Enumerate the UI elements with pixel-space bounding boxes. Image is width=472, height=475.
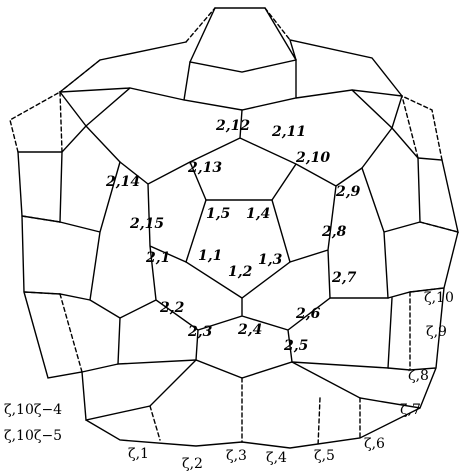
label-zeta-7: ζ,7 <box>400 402 421 418</box>
label-zeta-last-a: ζ,10ζ−4 <box>4 402 62 418</box>
label-2-15: 2,15 <box>129 216 164 232</box>
label-2-1: 2,1 <box>145 250 170 266</box>
label-2-9: 2,9 <box>335 184 361 200</box>
label-2-14: 2,14 <box>105 174 140 190</box>
label-1-1: 1,1 <box>198 248 222 264</box>
label-zeta-9: ζ,9 <box>426 324 447 340</box>
label-2-10: 2,10 <box>295 150 330 166</box>
label-zeta-3: ζ,3 <box>226 448 247 464</box>
label-1-2: 1,2 <box>228 264 253 280</box>
label-zeta-4: ζ,4 <box>266 450 287 466</box>
ring2-labels: 2,1 2,2 2,3 2,4 2,5 2,6 2,7 2,8 2,9 2,10… <box>105 118 361 354</box>
label-2-3: 2,3 <box>187 324 213 340</box>
inner-pentagon <box>185 199 291 299</box>
label-zeta-5: ζ,5 <box>314 448 335 464</box>
label-zeta-1: ζ,1 <box>128 446 149 462</box>
label-zeta-last-b: ζ,10ζ−5 <box>4 428 62 444</box>
label-2-13: 2,13 <box>187 160 222 176</box>
label-2-11: 2,11 <box>271 124 306 140</box>
label-zeta-8: ζ,8 <box>408 368 429 384</box>
ring2-edges <box>119 109 363 363</box>
diagram-edges <box>9 7 459 449</box>
label-1-5: 1,5 <box>206 206 230 222</box>
label-1-3: 1,3 <box>258 252 283 268</box>
label-2-12: 2,12 <box>215 118 250 134</box>
label-2-8: 2,8 <box>321 224 347 240</box>
label-zeta-10: ζ,10 <box>424 290 454 306</box>
label-1-4: 1,4 <box>246 206 270 222</box>
top-cell-edges <box>59 7 403 97</box>
label-zeta-2: ζ,2 <box>182 456 203 472</box>
label-2-6: 2,6 <box>295 306 321 322</box>
label-zeta-6: ζ,6 <box>364 436 385 452</box>
inner-labels: 1,1 1,2 1,3 1,4 1,5 <box>198 206 283 280</box>
zeta-labels: ζ,1 ζ,2 ζ,3 ζ,4 ζ,5 ζ,6 ζ,7 ζ,8 ζ,9 ζ,10… <box>4 290 454 472</box>
label-2-7: 2,7 <box>331 270 357 286</box>
dashed-edges <box>9 7 459 447</box>
label-2-2: 2,2 <box>159 300 185 316</box>
label-2-4: 2,4 <box>237 322 262 338</box>
label-2-5: 2,5 <box>283 338 308 354</box>
